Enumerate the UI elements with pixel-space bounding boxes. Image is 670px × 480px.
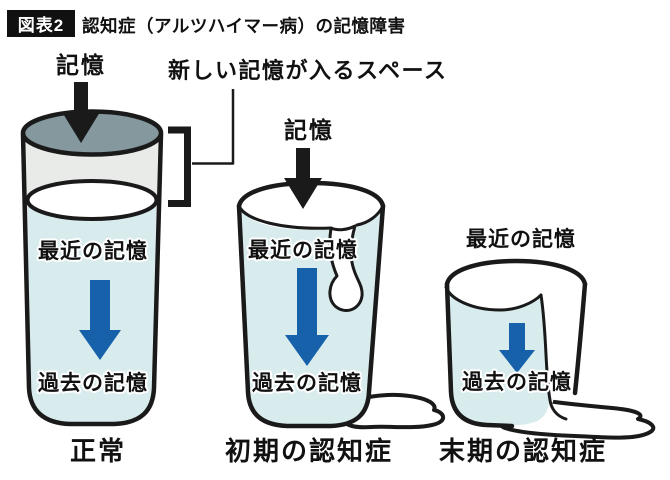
memory-input-label-2: 記憶 xyxy=(284,117,334,143)
glass-outline-normal xyxy=(20,131,164,427)
glass-outline-early xyxy=(236,203,386,429)
recent-memory-label-normal: 最近の記憶 xyxy=(38,240,148,263)
cup-late-glass xyxy=(444,258,656,440)
recent-memory-label-late: 最近の記憶 xyxy=(466,228,576,251)
caption-normal: 正常 xyxy=(69,436,126,466)
recent-memory-label-early: 最近の記憶 xyxy=(248,239,358,262)
figure-title: 認知症（アルツハイマー病）の記憶障害 xyxy=(82,16,406,36)
memory-down-arrow-1 xyxy=(62,82,100,143)
front-rim-line-left xyxy=(237,204,333,230)
memory-input-label-1: 記憶 xyxy=(56,52,106,78)
recent-to-past-arrow-3 xyxy=(499,323,535,373)
empty-space-bracket xyxy=(168,126,191,207)
overflow-drip xyxy=(328,224,364,312)
water-late xyxy=(447,284,549,425)
recent-to-past-arrow-1 xyxy=(79,280,121,360)
past-memory-label-early: 過去の記憶 xyxy=(252,372,362,395)
overflow-stream-edge xyxy=(539,293,568,421)
caption-late: 末期の認知症 xyxy=(438,436,607,466)
left-wall-bottom-late xyxy=(444,281,515,429)
memory-down-arrow-2 xyxy=(284,148,322,209)
right-wall-late xyxy=(572,281,588,396)
caption-early: 初期の認知症 xyxy=(224,436,393,466)
recent-to-past-arrow-2 xyxy=(285,268,329,366)
space-label-connector-line xyxy=(192,89,235,165)
new-memory-space-label: 新しい記憶が入るスペース xyxy=(168,58,448,83)
back-rim-arc-late xyxy=(444,258,588,287)
past-memory-label-normal: 過去の記憶 xyxy=(38,372,148,395)
figure-tag-badge: 図表2 xyxy=(7,10,75,37)
front-rim-line-late xyxy=(444,285,543,312)
past-memory-label-late: 過去の記憶 xyxy=(462,371,572,394)
water-surface-ellipse xyxy=(25,179,159,221)
